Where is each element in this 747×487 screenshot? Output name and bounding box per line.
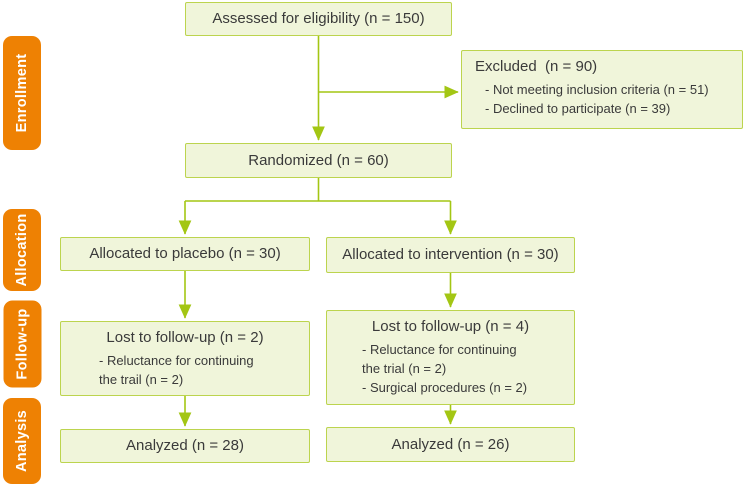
box-title: Allocated to intervention (n = 30) <box>342 246 559 263</box>
box-title: Lost to follow-up (n = 4) <box>371 318 530 335</box>
excluded-reason: - Declined to participate (n = 39) <box>485 101 671 116</box>
lost-reason: - Reluctance for continuing the trial (n… <box>362 342 517 376</box>
lost-reason: - Reluctance for continuing the trail (n… <box>99 353 254 387</box>
box-lost-to-follow-up-intervention: Lost to follow-up (n = 4) - Reluctance f… <box>326 310 575 405</box>
box-analyzed-placebo: Analyzed (n = 28) <box>60 429 310 463</box>
lost-reason: - Surgical procedures (n = 2) <box>362 380 528 395</box>
stage-label-allocation: Allocation <box>3 209 41 291</box>
stage-label-analysis: Analysis <box>3 398 41 484</box>
box-title: Assessed for eligibility (n = 150) <box>212 10 425 27</box>
box-lost-to-follow-up-placebo: Lost to follow-up (n = 2) - Reluctance f… <box>60 321 310 396</box>
box-analyzed-intervention: Analyzed (n = 26) <box>326 427 575 462</box>
excluded-reason: - Not meeting inclusion criteria (n = 51… <box>485 82 709 97</box>
box-title: Analyzed (n = 28) <box>126 437 244 454</box>
box-excluded: Excluded (n = 90) - Not meeting inclusio… <box>461 50 743 129</box>
box-allocated-intervention: Allocated to intervention (n = 30) <box>326 237 575 273</box>
box-title: Excluded (n = 90) <box>475 58 598 75</box>
box-assessed-for-eligibility: Assessed for eligibility (n = 150) <box>185 2 452 36</box>
stage-label-follow-up: Follow-up <box>3 300 42 388</box>
box-title: Analyzed (n = 26) <box>391 435 510 453</box>
box-title: Randomized (n = 60) <box>248 151 389 169</box>
box-title: Allocated to placebo (n = 30) <box>89 245 281 262</box>
stage-label-enrollment: Enrollment <box>3 36 41 150</box>
box-title: Lost to follow-up (n = 2) <box>106 329 264 346</box>
box-allocated-placebo: Allocated to placebo (n = 30) <box>60 237 310 271</box>
box-randomized: Randomized (n = 60) <box>185 143 452 178</box>
